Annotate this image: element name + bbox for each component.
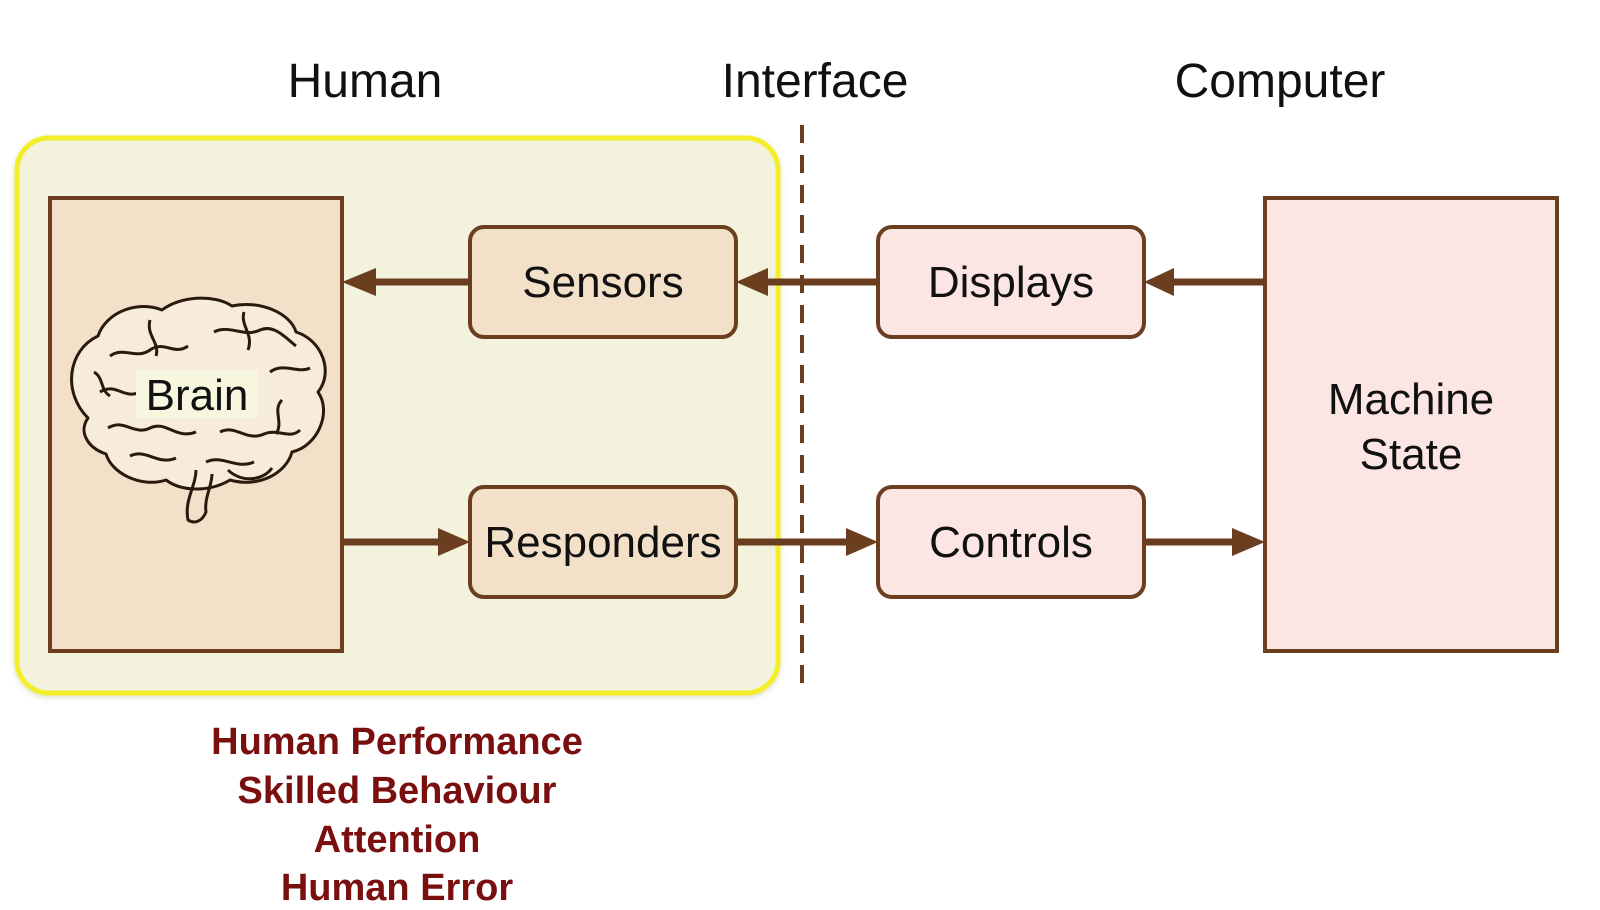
arrow-sensors-to-brain: [342, 268, 470, 296]
arrow-controls-to-machine: [1144, 528, 1265, 556]
brain-label-background: [136, 370, 258, 418]
responders-label: Responders: [484, 518, 721, 567]
controls-label: Controls: [929, 518, 1093, 567]
arrow-brain-to-responders: [342, 528, 470, 556]
brain-label: Brain: [146, 371, 249, 420]
displays-label: Displays: [928, 258, 1094, 307]
arrow-displays-to-sensors: [736, 268, 878, 296]
machine-state-label-line2: State: [1360, 430, 1463, 479]
sensors-label: Sensors: [522, 258, 683, 307]
column-header-interface: Interface: [722, 55, 909, 108]
topic-item: Skilled Behaviour: [238, 770, 557, 812]
arrow-machine-to-displays: [1144, 268, 1265, 296]
column-header-human: Human: [288, 55, 443, 108]
machine-state-label-line1: Machine: [1328, 375, 1494, 424]
topic-list: Human Performance Skilled Behaviour Atte…: [211, 721, 583, 909]
topic-item: Human Error: [281, 867, 513, 909]
topic-item: Attention: [314, 819, 481, 861]
column-header-computer: Computer: [1175, 55, 1386, 108]
machine-state-box: [1263, 196, 1559, 653]
arrow-responders-to-controls: [736, 528, 878, 556]
topic-item: Human Performance: [211, 721, 583, 763]
